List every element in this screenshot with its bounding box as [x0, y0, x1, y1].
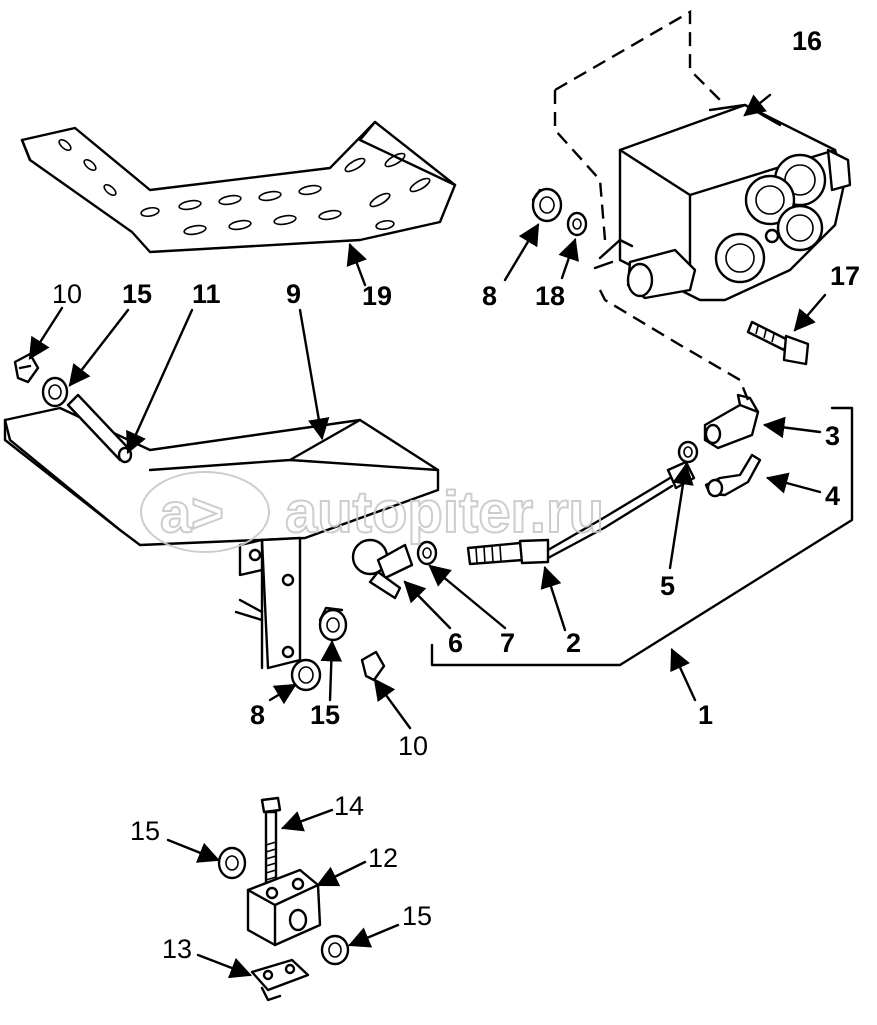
leader-2 — [540, 565, 567, 632]
leader-14 — [280, 808, 334, 832]
callout-13: 13 — [162, 934, 192, 964]
callout-8-lower: 8 — [250, 700, 265, 730]
leader-8b — [268, 683, 297, 705]
leader-lines — [28, 93, 827, 979]
bushing-15-middle — [318, 606, 348, 642]
callout-14: 14 — [334, 791, 364, 821]
callout-17: 17 — [830, 261, 860, 291]
leader-5 — [668, 462, 694, 570]
bolt-17 — [746, 320, 810, 366]
block-12 — [246, 868, 322, 947]
washer-18 — [566, 211, 588, 237]
callout-8-upper: 8 — [482, 281, 497, 311]
callout-1: 1 — [698, 700, 713, 730]
leader-7 — [428, 564, 507, 630]
callout-10-lower: 10 — [398, 731, 428, 761]
callout-15-middle: 15 — [310, 700, 340, 730]
tread-plate-19 — [20, 120, 457, 254]
callout-4: 4 — [825, 481, 840, 511]
leader-15c — [166, 838, 221, 863]
bushing-8-lower — [290, 658, 322, 692]
callout-labels: 16 17 8 18 19 10 15 11 9 3 4 5 6 7 2 1 8… — [52, 26, 860, 964]
callout-2: 2 — [566, 628, 581, 658]
leader-11 — [126, 308, 194, 454]
clevis-3 — [703, 393, 760, 450]
clip-4 — [704, 453, 762, 498]
callout-19: 19 — [362, 281, 392, 311]
callout-9: 9 — [286, 279, 301, 309]
assembly-1-bracket — [430, 406, 854, 667]
callout-15-bottom-right: 15 — [402, 901, 432, 931]
bolt-14 — [260, 796, 282, 887]
clip-10-lower — [360, 650, 386, 682]
leader-17 — [793, 293, 827, 332]
leader-1 — [670, 648, 697, 702]
nut-7 — [416, 540, 438, 566]
leader-4 — [765, 472, 822, 494]
callout-6: 6 — [448, 628, 463, 658]
clip-10-upper — [13, 352, 40, 384]
callout-7: 7 — [500, 628, 515, 658]
valve-assembly-16 — [553, 9, 852, 401]
watermark-logo-icon — [140, 471, 270, 553]
leader-10b — [373, 678, 412, 730]
callout-5: 5 — [660, 571, 675, 601]
callout-10-upper: 10 — [52, 279, 82, 309]
nut-5 — [677, 440, 699, 464]
leader-8a — [503, 223, 540, 282]
leader-13 — [196, 953, 253, 979]
callout-15-bottom-left: 15 — [130, 816, 160, 846]
leader-15b — [320, 639, 343, 702]
leader-15a — [68, 308, 130, 387]
leader-16 — [743, 93, 772, 117]
leader-15d — [348, 923, 400, 948]
callout-12: 12 — [368, 843, 398, 873]
leader-18 — [558, 237, 579, 280]
leader-3 — [762, 416, 822, 439]
plate-13 — [250, 958, 310, 1002]
callout-16: 16 — [792, 26, 822, 56]
bushing-8-upper — [531, 187, 563, 223]
leader-19 — [346, 242, 367, 287]
leader-10a — [28, 306, 64, 360]
callout-15-upper: 15 — [122, 279, 152, 309]
callout-18: 18 — [535, 281, 565, 311]
bushing-15-bottom-right — [320, 934, 350, 966]
watermark-logo-glyph: a> — [160, 481, 224, 544]
callout-11: 11 — [192, 279, 221, 309]
watermark-text: autopiter.ru — [285, 480, 604, 545]
bushing-15-bottom-left — [217, 846, 247, 880]
leader-9 — [298, 308, 330, 441]
watermark: a> autopiter.ru — [140, 471, 605, 553]
callout-3: 3 — [825, 421, 840, 451]
leader-12 — [316, 860, 367, 887]
leader-6 — [403, 580, 452, 630]
bushing-15-upper — [41, 376, 69, 408]
ball-stud-6 — [351, 538, 414, 600]
